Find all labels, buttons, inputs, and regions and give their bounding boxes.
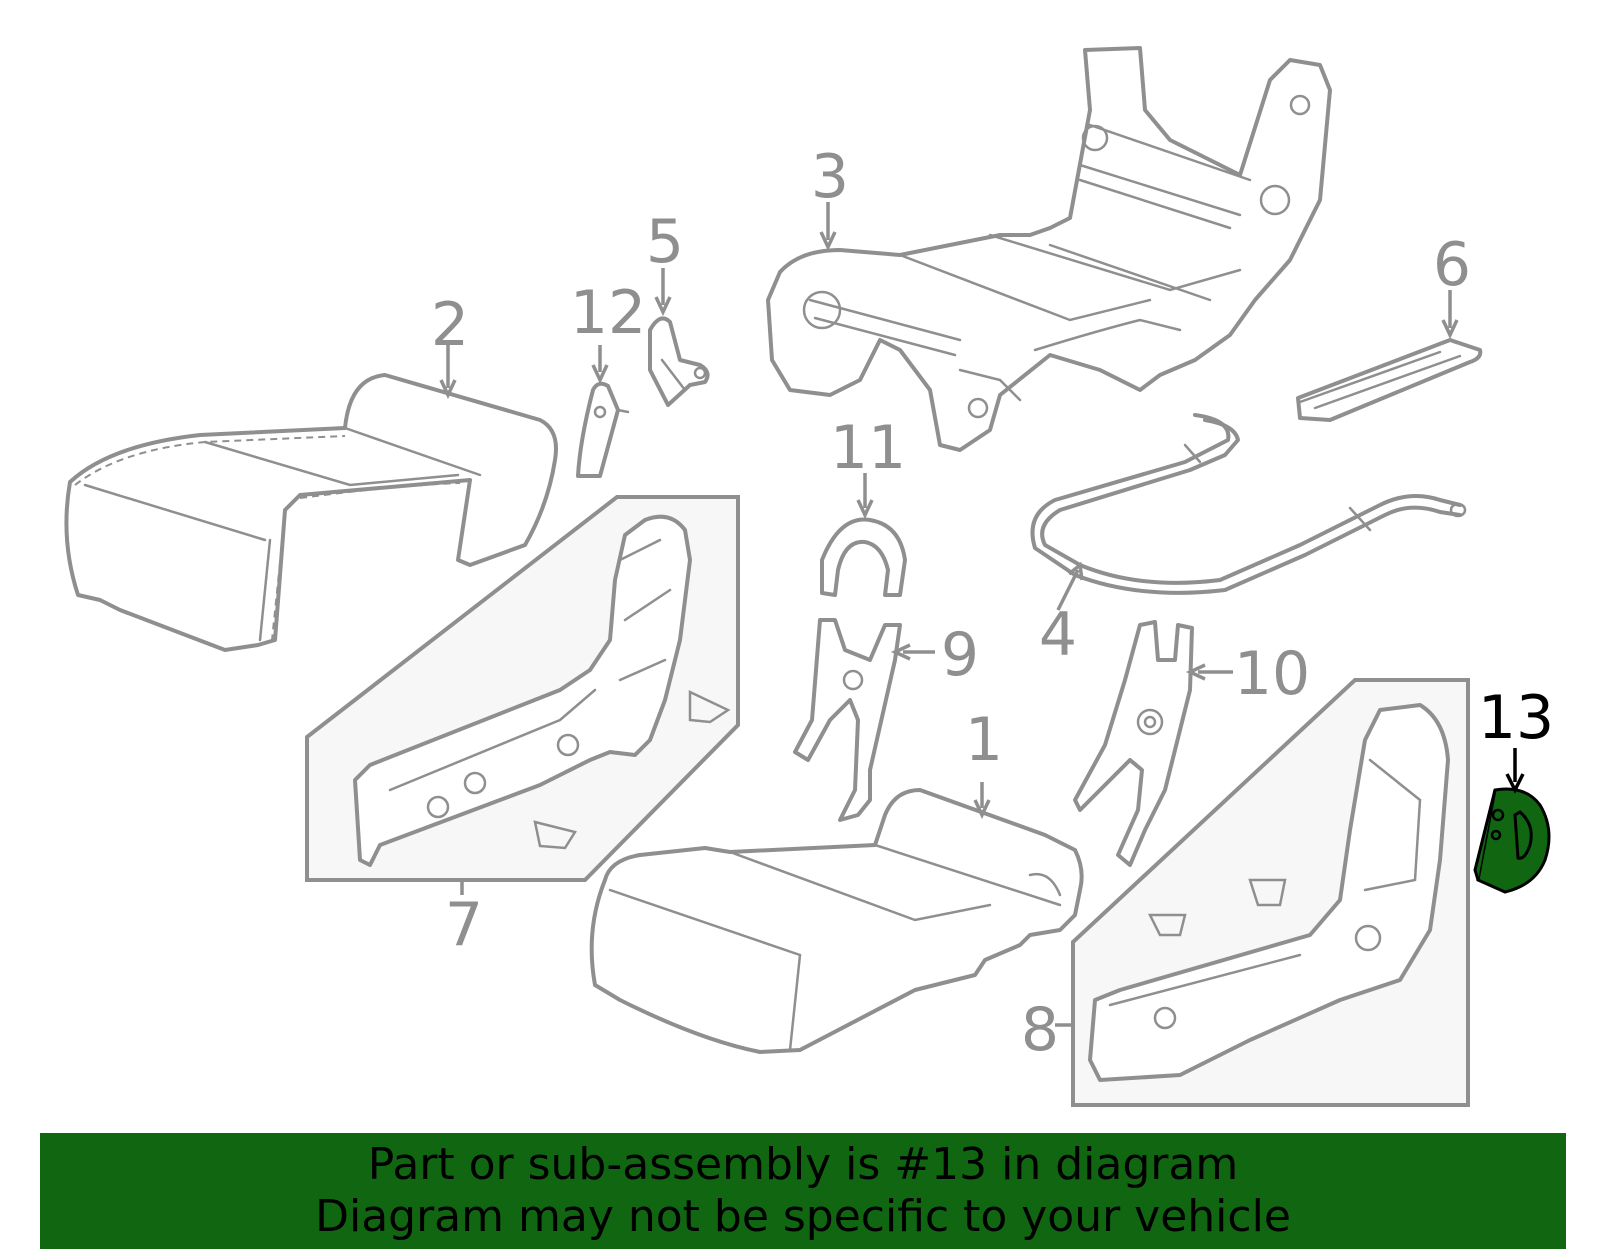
callout-2[interactable]: 2 xyxy=(431,290,469,360)
banner-line-1: Part or sub-assembly is #13 in diagram xyxy=(367,1139,1239,1190)
callout-10[interactable]: 10 xyxy=(1234,639,1310,709)
callout-6[interactable]: 6 xyxy=(1433,230,1471,300)
part-6-slide-rail[interactable] xyxy=(1296,338,1483,422)
part-4-wire-rod[interactable] xyxy=(1030,413,1467,595)
leader-1 xyxy=(973,782,991,820)
part-2-cushion-pad[interactable] xyxy=(64,373,558,652)
part-10-bracket[interactable] xyxy=(1073,620,1194,867)
leader-6 xyxy=(1441,290,1459,340)
callouts: 1 2 3 4 5 6 7 8 9 10 11 12 13 xyxy=(431,142,1554,1065)
callout-9[interactable]: 9 xyxy=(941,620,979,690)
part-1-cushion[interactable] xyxy=(589,788,1084,1054)
part-9-bracket[interactable] xyxy=(793,618,902,822)
part-11-clip[interactable] xyxy=(820,517,907,597)
callout-3[interactable]: 3 xyxy=(811,142,849,212)
callout-4[interactable]: 4 xyxy=(1039,600,1077,670)
callout-5[interactable]: 5 xyxy=(646,207,684,277)
leader-4 xyxy=(1056,561,1084,611)
leader-5 xyxy=(654,268,672,317)
leader-12 xyxy=(591,345,609,385)
leader-10 xyxy=(1185,663,1233,681)
part-3-seat-frame[interactable] xyxy=(766,46,1332,452)
leader-3 xyxy=(819,202,837,252)
leader-13 xyxy=(1505,748,1525,794)
banner-line-2: Diagram may not be specific to your vehi… xyxy=(315,1191,1291,1242)
leader-11 xyxy=(856,473,874,520)
part-8-inner-trim[interactable] xyxy=(1071,678,1470,1107)
callout-1[interactable]: 1 xyxy=(965,705,1003,775)
part-13-recliner-knob[interactable] xyxy=(1473,787,1551,894)
info-banner: Part or sub-assembly is #13 in diagram D… xyxy=(40,1133,1566,1249)
leader-9 xyxy=(890,643,935,661)
callout-8[interactable]: 8 xyxy=(1021,995,1059,1065)
callout-12[interactable]: 12 xyxy=(570,278,646,348)
callout-11[interactable]: 11 xyxy=(830,413,906,483)
leader-lines xyxy=(439,202,1525,1027)
callout-13[interactable]: 13 xyxy=(1478,683,1554,753)
part-7-outer-trim[interactable] xyxy=(305,495,740,882)
leader-2 xyxy=(439,345,457,400)
callout-7[interactable]: 7 xyxy=(445,890,483,960)
part-12-lever[interactable] xyxy=(576,381,630,478)
part-5-bracket[interactable] xyxy=(648,316,710,407)
